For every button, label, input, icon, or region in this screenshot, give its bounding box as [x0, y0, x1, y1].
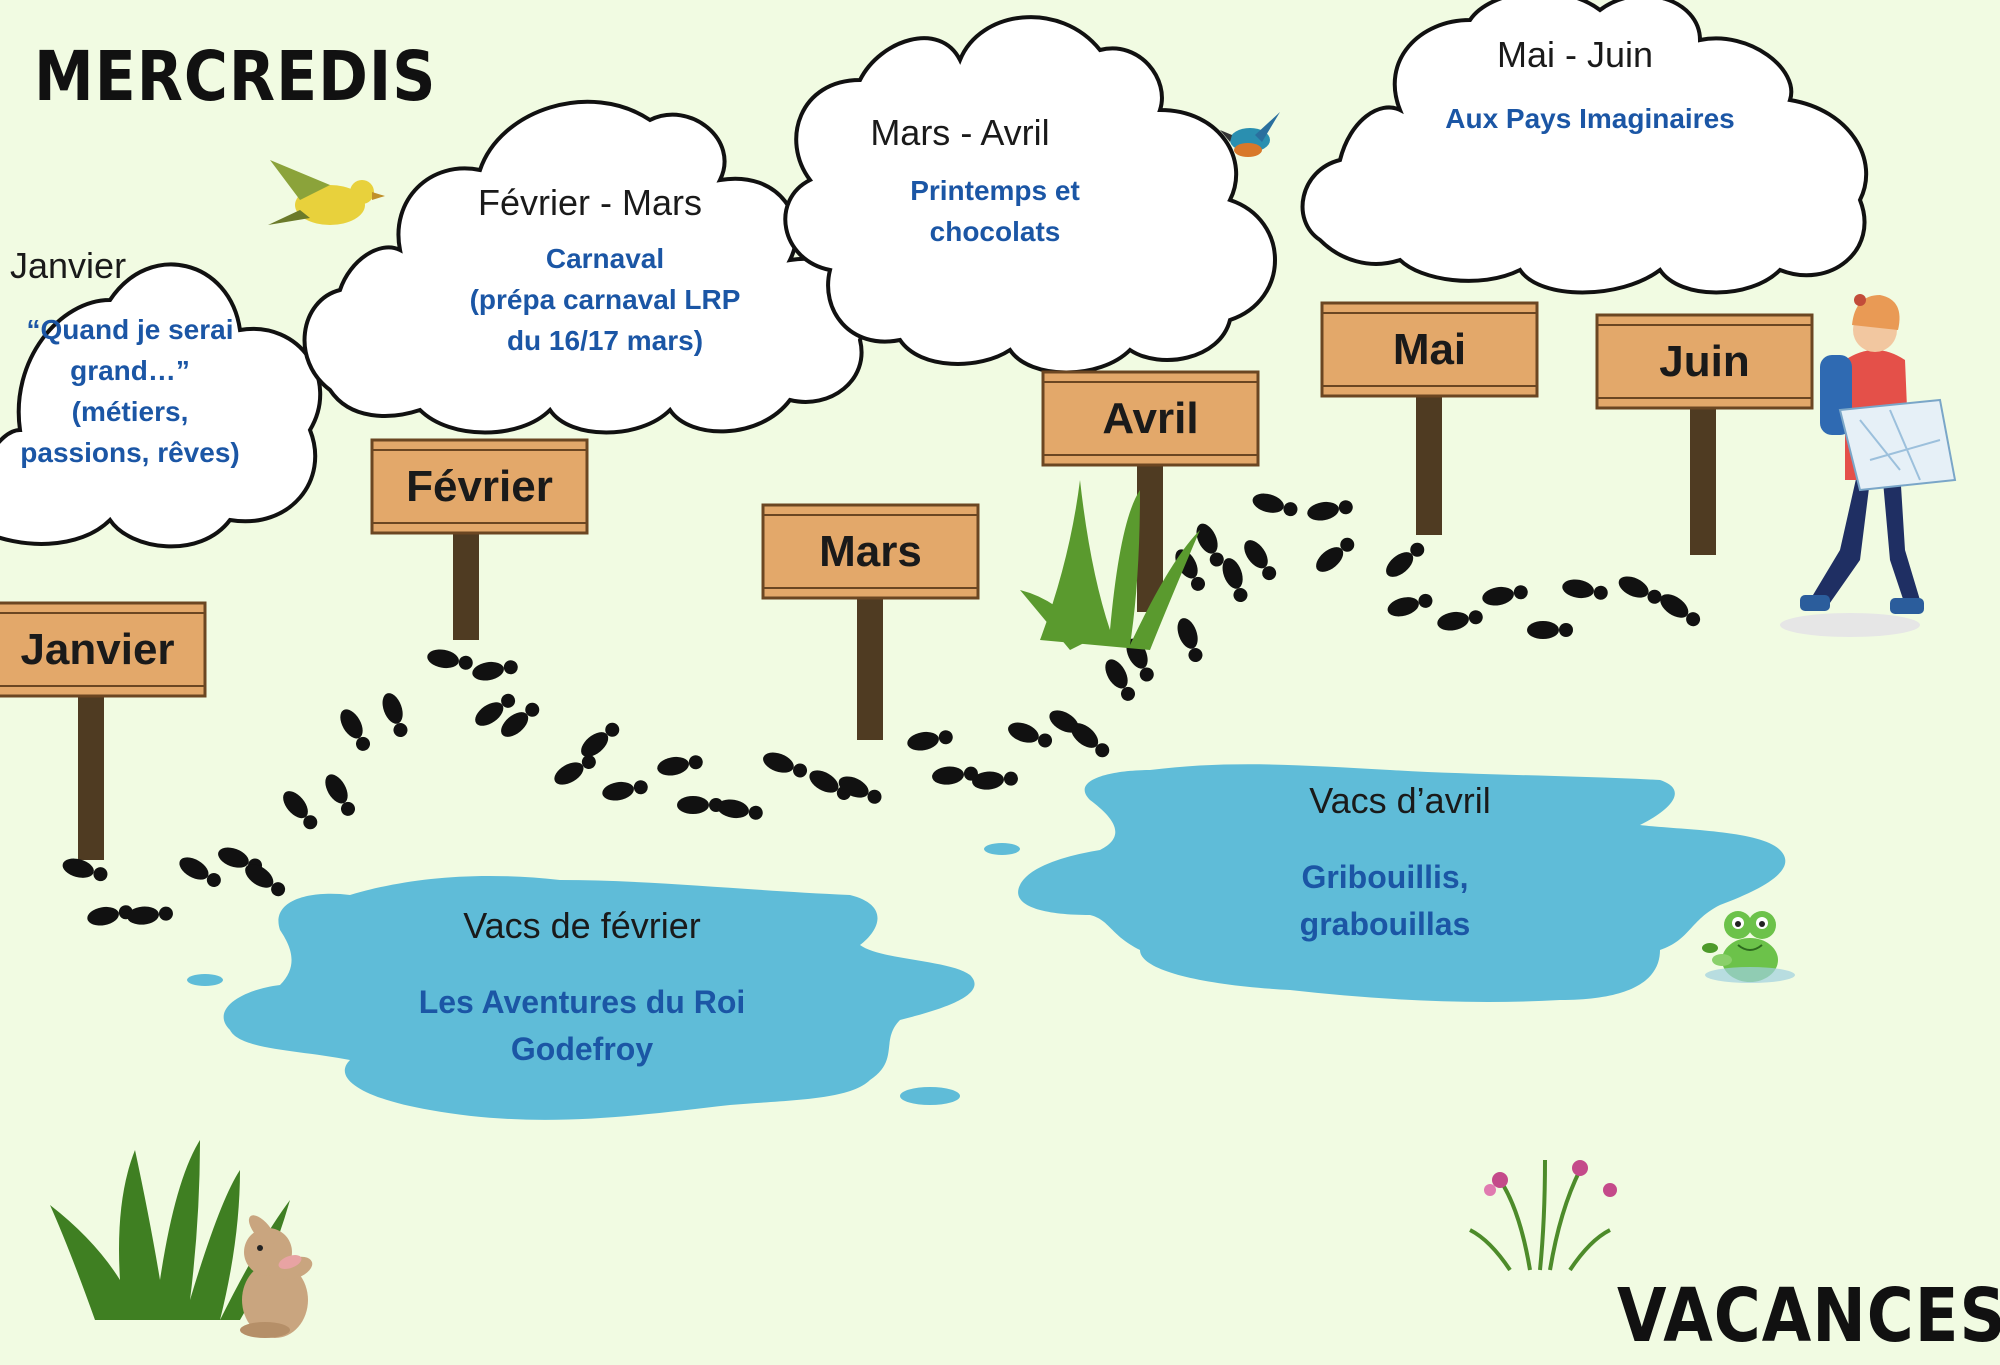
sign-mars: Mars [819, 527, 922, 576]
cloud-theme: “Quand je serai grand…” (métiers, passio… [20, 314, 240, 468]
grass-icon [1020, 480, 1200, 650]
puddle-title: Vacs d’avril [1309, 780, 1491, 821]
kingfisher-icon [1220, 112, 1280, 157]
frog-icon [1702, 911, 1795, 983]
sign-avril: Avril [1102, 394, 1199, 443]
header-vacances: VACANCES [1617, 1274, 2000, 1360]
hiker-with-map-icon [1780, 294, 1957, 637]
cloud-text-janvier: Janvier “Quand je serai grand…” (métiers… [0, 245, 280, 473]
bird-yellow-icon [268, 160, 385, 225]
signpost-mars [761, 503, 980, 740]
cloud-fevrier-mars [302, 99, 869, 435]
cloud-text-fevrier-mars: Février - Mars Carnaval (prépa carnaval … [420, 182, 760, 361]
rabbit-icon [240, 1215, 313, 1338]
cloud-theme: Carnaval (prépa carnaval LRP du 16/17 ma… [469, 243, 741, 356]
cloud-theme: Printemps et chocolats [910, 175, 1080, 247]
puddle-avril [1018, 764, 1786, 1002]
sign-janvier: Janvier [20, 625, 175, 674]
signpost-fevrier [370, 438, 589, 640]
cloud-month: Février - Mars [478, 182, 702, 223]
flowers-icon [1469, 1159, 1617, 1272]
cloud-month: Mars - Avril [870, 112, 1050, 153]
signpost-mai [1320, 301, 1539, 535]
header-mercredis: MERCREDIS [34, 36, 437, 118]
puddle-theme: Les Aventures du Roi Godefroy [418, 984, 746, 1067]
cloud-mars-avril [783, 15, 1277, 375]
cloud-mai-juin [1300, 0, 1869, 295]
cloud-month: Mai - Juin [1496, 34, 1654, 75]
puddle-theme: Gribouillis, grabouillas [1299, 859, 1471, 942]
cloud-text-mai-juin: Mai - Juin Aux Pays Imaginaires [1400, 34, 1780, 139]
cloud-text-mars-avril: Mars - Avril Printemps et chocolats [840, 112, 1120, 252]
cloud-theme: Aux Pays Imaginaires [1445, 103, 1735, 134]
sign-juin: Juin [1659, 337, 1750, 386]
puddle-fevrier [223, 875, 975, 1120]
puddle-title: Vacs de février [463, 905, 701, 946]
grass-icon [50, 1140, 290, 1320]
cloud-month: Janvier [10, 245, 127, 286]
sign-fevrier: Février [406, 462, 553, 511]
puddle-text-avril: Vacs d’avril Gribouillis, grabouillas [1200, 780, 1600, 948]
cloud-janvier [0, 262, 323, 549]
signpost-avril [1041, 370, 1260, 612]
sign-mai: Mai [1392, 325, 1467, 374]
puddle-text-fevrier: Vacs de février Les Aventures du Roi God… [382, 905, 782, 1073]
signpost-janvier [0, 601, 207, 860]
signpost-juin [1595, 313, 1814, 555]
